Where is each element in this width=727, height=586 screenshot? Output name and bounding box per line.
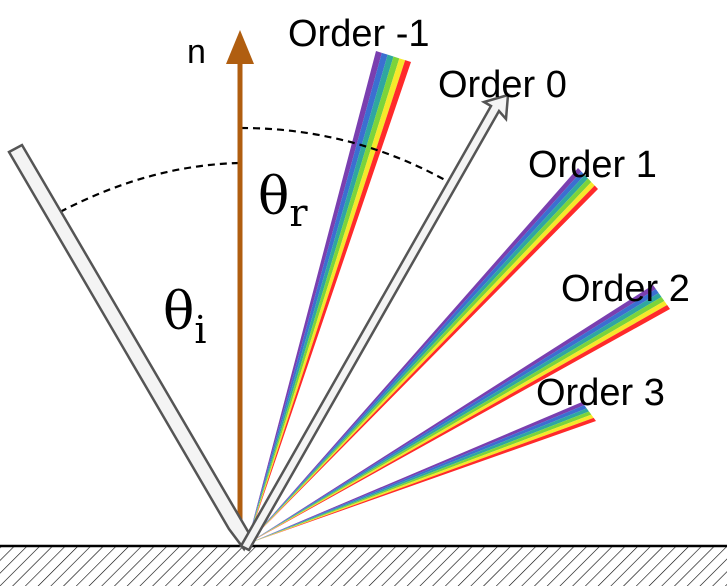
theta-r-subscript: r [289,191,308,235]
order-3-spectrum-band-2 [247,405,587,544]
normal-label: n [187,33,206,71]
order-minus-1-spectrum-band-6 [247,60,411,545]
order-2-spectrum-band-3 [247,293,662,544]
order-minus-1-label: Order -1 [288,13,429,55]
order-2-label: Order 2 [561,268,690,310]
order-1-spectrum-band-6 [247,185,598,544]
order-0-label: Order 0 [438,64,567,106]
theta-i-label: θi [163,282,206,352]
order-minus-1-spectrum-band-2 [247,52,388,544]
order-2-spectrum-band-5 [247,301,668,544]
order-3-spectrum-band-5 [247,414,594,544]
surface-hatching [0,546,727,586]
order-3-spectrum-band-1 [247,402,585,544]
order-minus-1-spectrum-band-3 [247,54,394,545]
order-1-label: Order 1 [528,144,657,186]
order-2-spectrum-band-2 [247,289,659,544]
theta-r-label: θr [258,167,308,235]
order-minus-1-spectrum-band-1 [247,51,382,544]
incident-beam-arrow [7,143,252,552]
order-3-spectrum [247,402,596,544]
normal-arrow [226,30,254,540]
order-1-spectrum-band-2 [247,171,585,544]
order-3-label: Order 3 [536,372,665,414]
order-1-spectrum-band-5 [247,182,595,544]
order-2-spectrum-band-6 [247,305,670,544]
order-2-spectrum-band-1 [247,285,656,544]
incident-angle-arc [59,161,241,213]
order-3-spectrum-band-3 [247,408,589,544]
reflected-angle-arc [240,126,446,181]
order-minus-1-spectrum-band-5 [247,58,406,544]
order-3-spectrum-band-6 [247,417,596,544]
order-3-spectrum-band-4 [247,411,592,544]
grating-surface [0,544,727,586]
normal-arrowhead [226,30,254,64]
order-2-spectrum [247,285,670,544]
order-1-spectrum-band-3 [247,175,588,544]
order-1-spectrum [247,168,598,544]
order-2-spectrum-band-4 [247,297,665,544]
order-1-spectrum-band-4 [247,178,592,544]
order-1-spectrum-band-1 [247,168,582,544]
order-minus-1-spectrum-band-4 [247,56,400,544]
theta-i-subscript: i [194,308,206,352]
order-0-beam-arrow [239,93,510,552]
order-minus-1-spectrum [247,51,411,545]
diffracted-orders [247,51,670,545]
